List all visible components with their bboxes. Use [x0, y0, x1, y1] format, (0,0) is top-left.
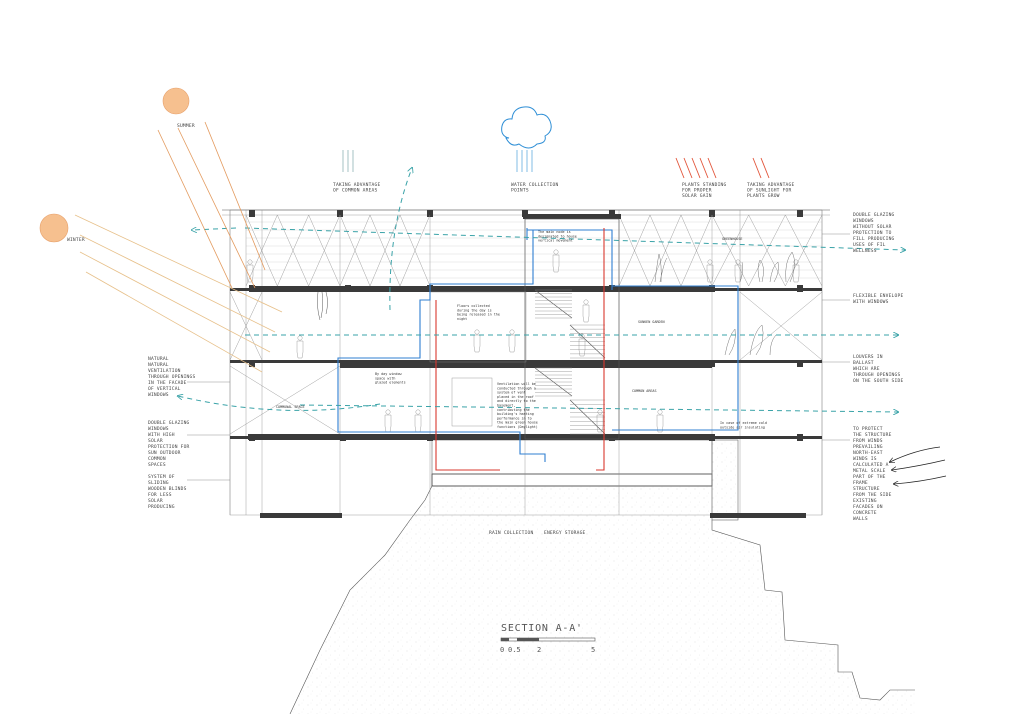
scale-bar: 0 0.5 2 5 [500, 637, 596, 654]
rain-collection-label: RAIN COLLECTION [489, 530, 534, 536]
winter-sun-rays [74, 214, 283, 373]
leader-lines [187, 233, 850, 481]
energy-storage-pipes [435, 228, 605, 471]
natural-ventilation-flows [178, 168, 905, 412]
person-figure [414, 409, 422, 433]
person-figure [596, 409, 604, 433]
person-figure [578, 333, 586, 357]
stair-flights [534, 289, 606, 435]
summer-sun-rays [157, 121, 266, 289]
plants [317, 251, 795, 356]
common-areas-label: COMMON AREAS [632, 389, 657, 393]
person-figure [473, 329, 481, 353]
person-figure [552, 249, 560, 273]
common-area-symbol [342, 150, 354, 172]
sunken-garden-label: SUNKEN GARDEN [638, 320, 665, 324]
people-figures [246, 249, 800, 433]
scale-mark-5: 5 [591, 646, 595, 654]
terrain-edge [289, 485, 433, 714]
summer-label: SUMMER [177, 123, 195, 129]
basement-room [431, 439, 713, 475]
winter-sun-icon [39, 213, 69, 243]
scale-mark-0: 0 [500, 646, 504, 654]
scale-mark-05: 0.5 [508, 646, 521, 654]
energy-storage-label: ENERGY STORAGE [544, 530, 586, 536]
rain-cloud-icon [501, 106, 552, 149]
greenhouse-label: GREENHOUSE [722, 237, 742, 241]
person-figure [656, 409, 664, 433]
person-figure [508, 329, 516, 353]
person-figure [296, 335, 304, 359]
right-foundation [711, 439, 739, 521]
terrain-ground [290, 486, 915, 714]
central-core [429, 218, 620, 440]
communal-space-label: COMMUNAL SPACE [276, 405, 305, 409]
person-figure [582, 299, 590, 323]
person-figure [706, 259, 714, 283]
person-figure [384, 409, 392, 433]
wind-arrows [890, 446, 947, 484]
water-collection-pipes [337, 228, 739, 462]
winter-label: WINTER [67, 237, 85, 243]
summer-sun-icon [162, 87, 190, 115]
solar-gain-strokes [675, 157, 770, 179]
rain-drops [516, 150, 533, 172]
terrain-edge-right [711, 520, 915, 701]
scale-mark-2: 2 [537, 646, 541, 654]
person-figure [792, 259, 800, 283]
foundation-block [431, 473, 713, 487]
person-figure [246, 259, 254, 283]
section-title: SECTION A-A' [501, 623, 583, 634]
